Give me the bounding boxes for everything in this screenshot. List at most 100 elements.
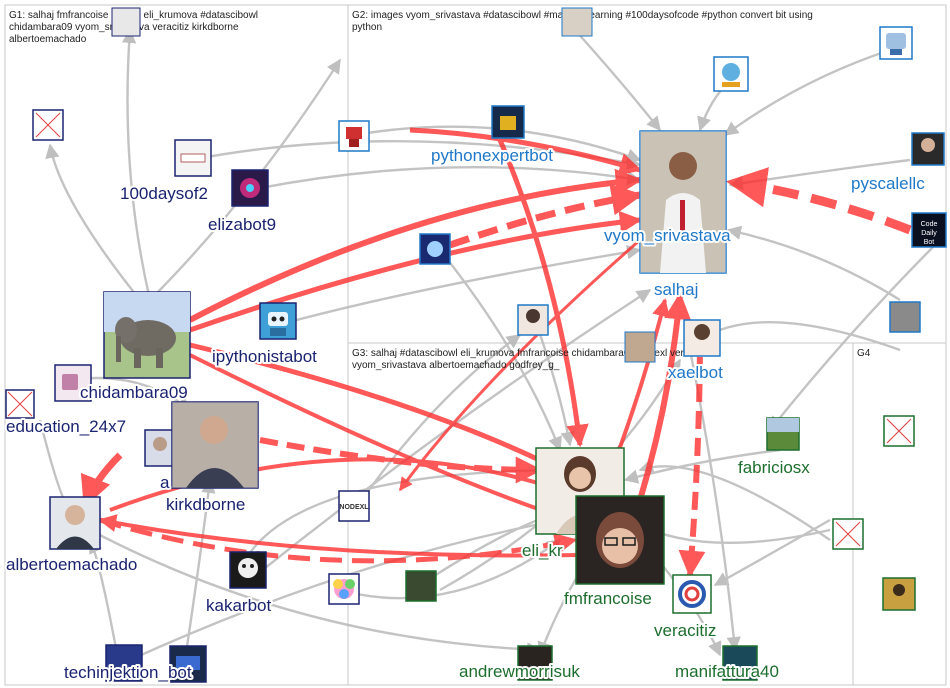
robot-icon[interactable] xyxy=(713,56,749,92)
group-title-line: albertoemachado xyxy=(9,34,87,45)
node-images: NODEXL xyxy=(5,7,947,683)
logo-icon[interactable]: Code Daily Bot xyxy=(911,212,947,248)
code-daily-bot-logo: Daily xyxy=(921,230,937,237)
edge xyxy=(574,29,661,132)
node-label-elizabot9[interactable]: elizabot9 xyxy=(206,213,278,236)
node-label-albertoemachado[interactable]: albertoemachado xyxy=(4,553,139,576)
avatar[interactable] xyxy=(561,7,593,37)
robot-icon[interactable] xyxy=(491,105,525,139)
logo-icon[interactable] xyxy=(672,574,712,614)
edge xyxy=(121,28,152,301)
node-label-eli[interactable]: eli_kr xyxy=(520,539,565,562)
avatar[interactable] xyxy=(49,496,101,550)
node-label-kakarbot[interactable]: kakarbot xyxy=(204,594,273,617)
avatar[interactable] xyxy=(171,401,259,489)
edge xyxy=(398,238,641,492)
elephant-icon[interactable] xyxy=(103,291,191,379)
avatar[interactable] xyxy=(111,7,141,37)
robot-icon[interactable] xyxy=(231,169,269,207)
robot-icon[interactable] xyxy=(338,120,370,152)
broken-image-icon[interactable] xyxy=(32,109,64,141)
broken-image-icon[interactable] xyxy=(5,389,35,419)
node-label-ipythonistabot[interactable]: ipythonistabot xyxy=(210,345,319,368)
edge xyxy=(188,168,643,323)
edge xyxy=(45,143,141,301)
group-box-g4 xyxy=(852,342,947,686)
avatar[interactable] xyxy=(624,331,656,363)
code-daily-bot-logo: Code xyxy=(921,221,938,228)
avatar[interactable] xyxy=(911,132,945,166)
edge xyxy=(189,210,643,333)
edge xyxy=(723,48,891,136)
node-label-fabriciosx[interactable]: fabriciosx xyxy=(736,456,812,479)
photo-icon[interactable] xyxy=(54,364,92,402)
avatar[interactable] xyxy=(575,495,665,585)
node-label-pythonexpertbot[interactable]: pythonexpertbot xyxy=(429,144,555,167)
node-label-manifattura40[interactable]: manifattura40 xyxy=(673,660,781,683)
edge xyxy=(249,165,642,192)
node-label-vyom[interactable]: vyom_srivastava xyxy=(602,224,733,247)
group-title-line: G3: salhaj #datascibowl eli_krumova fmfr… xyxy=(352,348,707,359)
edge xyxy=(439,249,562,452)
photo-icon[interactable] xyxy=(174,139,212,177)
edge xyxy=(637,292,692,501)
avatar[interactable] xyxy=(889,301,921,333)
edge xyxy=(99,517,578,564)
broken-image-icon[interactable] xyxy=(832,518,864,550)
photo-icon[interactable] xyxy=(722,645,758,681)
node-label-xaelbot[interactable]: xaelbot xyxy=(666,361,725,384)
node-label-fmfrancoise[interactable]: fmfrancoise xyxy=(562,587,654,610)
node-label-a[interactable]: a xyxy=(158,471,172,494)
edge xyxy=(623,448,781,484)
avatar[interactable] xyxy=(405,570,437,602)
edge xyxy=(189,353,572,524)
avatar[interactable] xyxy=(517,304,549,336)
node-label-education[interactable]: education_24x7 xyxy=(4,415,128,438)
avatar[interactable] xyxy=(169,645,207,683)
robot-icon[interactable] xyxy=(879,26,913,60)
edge xyxy=(678,329,706,578)
edge xyxy=(725,167,912,235)
code-daily-bot-logo: Bot xyxy=(924,239,935,246)
node-label-andrewmorrisuk[interactable]: andrewmorrisuk xyxy=(457,660,582,683)
avatar[interactable] xyxy=(105,644,143,682)
node-label-salhaj[interactable]: salhaj xyxy=(652,278,700,301)
node-labels: 100daysof2 elizabot9 ipythonistabot chid… xyxy=(4,144,927,684)
broken-image-icon[interactable] xyxy=(883,415,915,447)
avatar[interactable] xyxy=(639,130,727,274)
flower-icon[interactable] xyxy=(328,573,360,605)
edge xyxy=(189,342,563,473)
node-label-kirkdborne[interactable]: kirkdborne xyxy=(164,493,247,516)
robot-icon[interactable] xyxy=(419,233,451,265)
group-title-line: vyom_srivastava albertoemachado godfrey_… xyxy=(352,360,560,371)
avatar[interactable] xyxy=(144,429,176,467)
robot-icon[interactable] xyxy=(259,302,297,340)
edge xyxy=(769,239,941,432)
node-label-techinjektion[interactable]: techinjektion_bot xyxy=(62,661,194,684)
edge xyxy=(183,478,216,661)
avatar[interactable] xyxy=(683,319,721,357)
edge xyxy=(638,459,831,541)
avatar[interactable] xyxy=(229,551,267,589)
edge xyxy=(339,539,562,600)
edge xyxy=(497,139,589,448)
edge xyxy=(409,127,643,176)
group-title-g4: G4 xyxy=(857,348,871,359)
avatar[interactable] xyxy=(517,645,553,681)
photo-icon[interactable] xyxy=(766,417,800,451)
edge xyxy=(259,245,642,332)
group-title-g3: G3: salhaj #datascibowl eli_krumova fmfr… xyxy=(352,348,709,371)
node-label-pyscalellc[interactable]: pyscalellc xyxy=(849,172,927,195)
node-label-100daysof[interactable]: 100daysof2 xyxy=(118,182,210,205)
edge xyxy=(698,321,901,352)
node-label-chidambara09[interactable]: chidambara09 xyxy=(78,381,190,404)
edge xyxy=(726,225,901,302)
node-label-veracitiz[interactable]: veracitiz xyxy=(652,619,718,642)
logo-icon[interactable]: NODEXL xyxy=(338,490,370,522)
group-title-line: python xyxy=(352,22,382,33)
edge xyxy=(98,514,581,558)
avatar[interactable] xyxy=(882,577,916,611)
nodexl-logo-text: NODEXL xyxy=(339,504,369,511)
group-title-line: G4 xyxy=(857,348,871,359)
